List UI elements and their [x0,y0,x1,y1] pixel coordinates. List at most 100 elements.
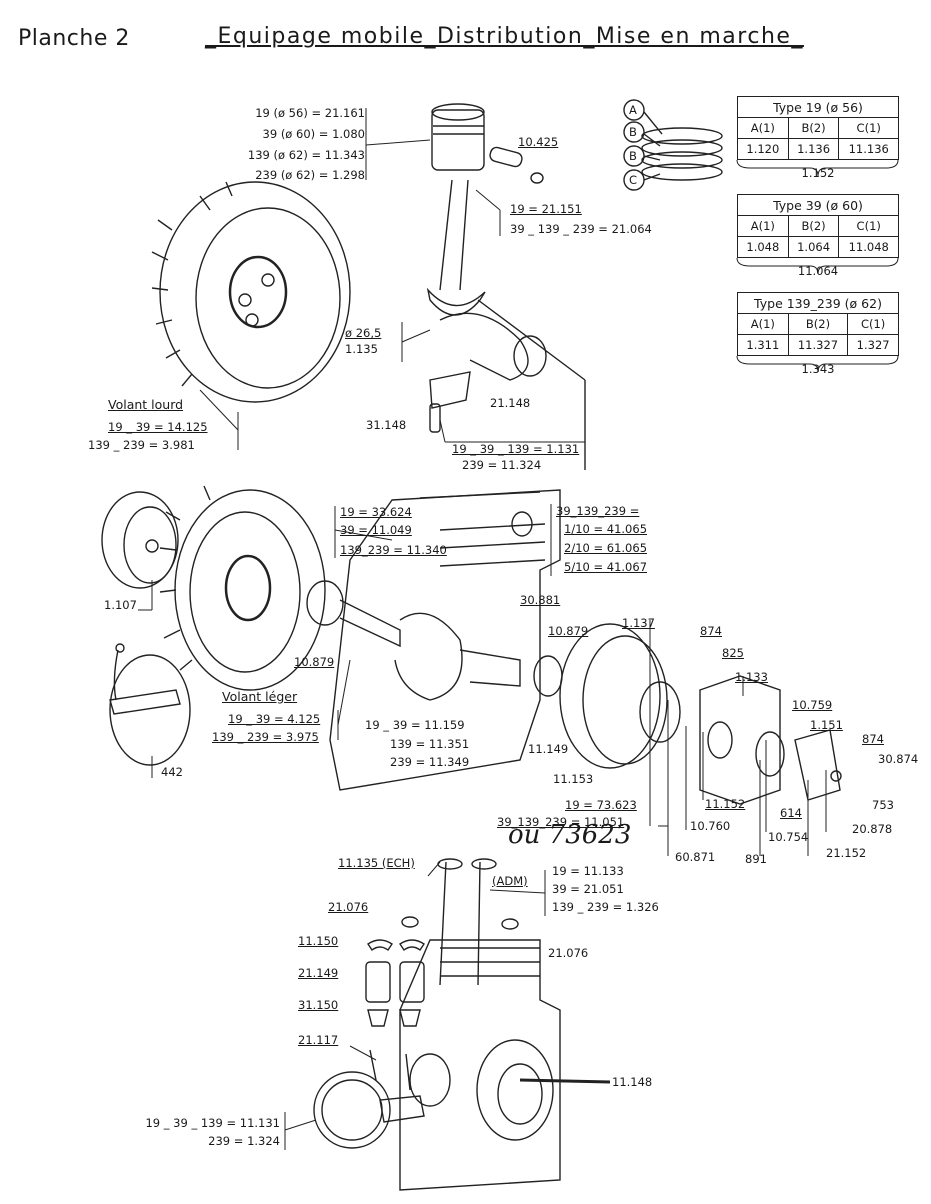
ring-letter-c: C [629,173,638,187]
ring-header: A(1) [737,215,789,237]
part-874-a: 874 [700,624,722,638]
part-11153: 11.153 [553,772,594,786]
ring-set-total-139-239: 1.343 [801,362,835,376]
ring-value: 1.327 [847,334,899,356]
part-20878: 20.878 [852,822,893,836]
heavy-flywheel-drawing [151,181,351,403]
ring-header: B(2) [787,215,840,237]
ring-value: 1.311 [737,334,789,356]
part-10879-a: 10.879 [548,624,589,638]
gasket-ref-3: 2/10 = 61.065 [564,541,648,555]
ring-table-title: Type 19 (ø 56) [737,96,899,118]
leader-lines [138,108,827,1150]
piston-ref-2: 39 (ø 60) = 1.080 [262,127,365,141]
bearing-ref-1: 19 _ 39 _ 139 = 1.131 [452,442,580,456]
light-flywheel-ref-2: 139 _ 239 = 3.975 [212,730,319,744]
gasket-ref-2: 1/10 = 41.065 [564,522,648,536]
part-21152: 21.152 [826,846,867,860]
crankshaft-ref-2: 139 = 11.351 [390,737,470,751]
valve-collet-ref-a: 21.076 [328,900,369,914]
part-1107: 1.107 [104,598,137,612]
cam-gear-ref-1: 19 _ 39 _ 139 = 11.131 [145,1116,280,1130]
crankshaft-ref-1: 19 _ 39 = 11.159 [365,718,465,732]
heavy-flywheel-ref-1: 19 _ 39 = 14.125 [108,420,208,434]
ring-table-title: Type 139_239 (ø 62) [737,292,899,314]
ring-table-19: Type 19 (ø 56) A(1) B(2) C(1) 1.120 1.13… [737,96,899,160]
page-title: _Equipage mobile_Distribution_Mise en ma… [205,24,804,49]
part-1133: 1.133 [735,670,768,684]
camshaft-gear-drawing [313,1049,425,1149]
ring-table-139-239: Type 139_239 (ø 62) A(1) B(2) C(1) 1.311… [737,292,899,356]
crankpin-ref: 1.135 [345,342,378,356]
ring-value: 1.136 [787,138,840,160]
part-10879-b: 10.879 [294,655,335,669]
piston-rings-drawing [623,99,723,191]
gasket-ref-4: 5/10 = 41.067 [564,560,648,574]
ring-value: 11.136 [838,138,899,160]
ring-header: C(1) [838,215,899,237]
piston-ref-3: 139 (ø 62) = 11.343 [247,148,365,162]
magneto-rotor-drawing [559,623,842,805]
valve-collet-ref-b: 21.076 [548,946,589,960]
intake-valve-ref-2: 39 = 21.051 [552,882,624,896]
conrod-ref-2: 39 _ 139 _ 239 = 21.064 [510,222,652,236]
ring-table-title: Type 39 (ø 60) [737,194,899,216]
ring-value: 11.048 [838,236,899,258]
table-brackets [736,159,899,373]
cylinder-block-drawing [329,489,561,791]
heavy-flywheel-ref-2: 139 _ 239 = 3.981 [88,438,195,452]
ring-value: 1.120 [737,138,789,160]
intake-valve-label: (ADM) [492,874,528,888]
part-30874: 30.874 [878,752,919,766]
light-flywheel-ref-1: 19 _ 39 = 4.125 [228,712,321,726]
part-1151: 1.151 [810,718,843,732]
part-10760: 10.760 [690,819,731,833]
cylinder-ref-3: 139_239 = 11.340 [340,543,447,557]
valve-spring-ref: 21.149 [298,966,339,980]
valve-cup-ref: 11.150 [298,934,339,948]
piston-ref-1: 19 (ø 56) = 21.161 [255,106,365,120]
conrod-bolt-ref: 21.148 [490,396,531,410]
ring-value: 1.048 [737,236,789,258]
part-10759: 10.759 [792,698,833,712]
rotor-ref-1: 19 = 73.623 [565,798,637,812]
part-891: 891 [745,852,767,866]
crankshaft-ref-3: 239 = 11.349 [390,755,470,769]
ring-value: 11.327 [787,334,849,356]
handwritten-note: ou 73623 [508,820,632,850]
part-60871: 60.871 [675,850,716,864]
part-825: 825 [722,646,744,660]
ring-letter-b1: B [629,125,637,139]
ring-set-total-19: 1.152 [801,166,835,180]
camshaft-axle-ref: 11.148 [612,1075,653,1089]
piston-ref-4: 239 (ø 62) = 1.298 [255,168,365,182]
starter-handle-drawing [109,643,191,766]
ring-letter-a: A [629,103,637,117]
light-flywheel-title: Volant léger [222,689,298,704]
part-874-b: 874 [862,732,884,746]
ring-set-total-39: 11.064 [797,264,839,278]
ring-header: B(2) [787,313,849,335]
tappet-ref: 21.117 [298,1033,339,1047]
piston-drawing [426,103,586,470]
conrod-nut-ref: 31.148 [366,418,407,432]
ring-table-39: Type 39 (ø 60) A(1) B(2) C(1) 1.048 1.06… [737,194,899,258]
piston-pin-ref: 10.425 [518,135,559,149]
part-11149: 11.149 [528,742,569,756]
heavy-flywheel-title: Volant lourd [108,397,184,412]
ring-header: C(1) [838,117,899,139]
intake-valve-ref-1: 19 = 11.133 [552,864,624,878]
part-442: 442 [161,765,183,779]
bearing-ref-2: 239 = 11.324 [462,458,542,472]
gasket-ref-1: 39_139_239 = [556,504,640,518]
starter-pulley-drawing [101,491,179,589]
part-753: 753 [872,798,894,812]
ring-header: C(1) [847,313,899,335]
crankpin-diameter: ø 26,5 [345,326,382,340]
ring-value: 1.064 [787,236,840,258]
part-1137: 1.137 [622,616,655,630]
ring-letter-b2: B [629,149,637,163]
cam-gear-ref-2: 239 = 1.324 [208,1134,280,1148]
